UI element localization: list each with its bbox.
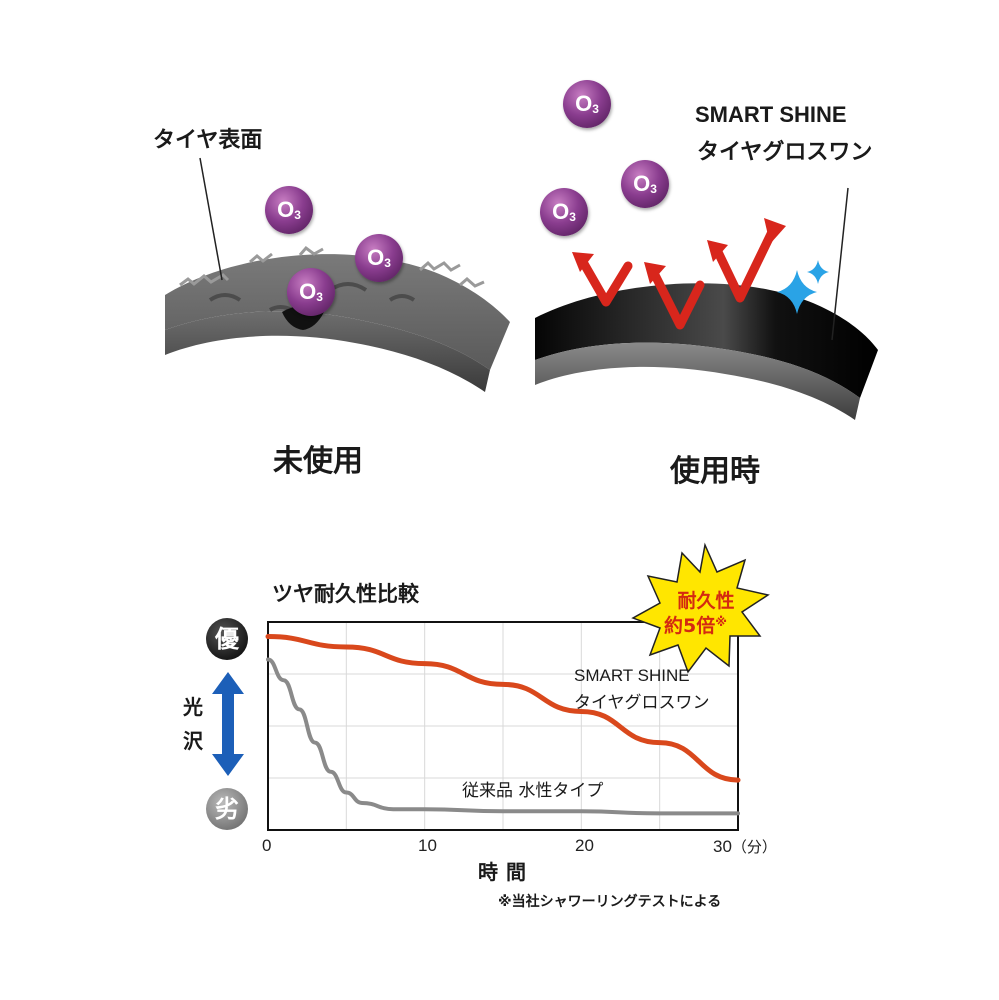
gloss-axis-arrow-icon — [212, 672, 244, 776]
sparkle-icon — [777, 260, 829, 314]
ozone-molecule-icon: O3 — [563, 80, 611, 128]
caption-in-use: 使用時 — [670, 454, 760, 489]
series-label-smartshine-line2: タイヤグロスワン — [574, 693, 710, 713]
ozone-molecule-icon: O3 — [265, 186, 313, 234]
product-name-line1: SMART SHINE — [695, 102, 847, 127]
leader-line-surface — [199, 157, 223, 281]
footnote: ※当社シャワーリングテストによる — [498, 894, 722, 910]
series-line-smartshine — [265, 634, 741, 783]
series-label-smartshine-line1: SMART SHINE — [574, 666, 690, 685]
badge-line2: 約5倍 — [664, 615, 716, 637]
bounce-arrow — [713, 227, 777, 303]
x-tick-label: 10 — [418, 836, 437, 855]
ozone-molecule-icon: O3 — [540, 188, 588, 236]
tire-surface-treated — [535, 187, 878, 420]
ozone-molecule-icon: O3 — [287, 268, 335, 316]
chart-title: ツヤ耐久性比較 — [272, 582, 419, 606]
chart-series — [265, 634, 741, 816]
product-name-line2: タイヤグロスワン — [697, 140, 873, 165]
ozone-molecule-icon: O3 — [621, 160, 669, 208]
y-top-label: 優 — [215, 625, 239, 653]
chart-grid — [268, 622, 738, 830]
y-axis-label: 光沢 — [183, 695, 203, 753]
x-tick-label: 0 — [262, 836, 272, 855]
durability-badge-burst — [631, 542, 770, 674]
y-bottom-badge: 劣 — [206, 788, 248, 830]
caption-unused: 未使用 — [273, 444, 363, 479]
badge-mark: ※ — [715, 615, 727, 629]
x-tick-label: 20 — [575, 836, 594, 855]
series-line-conventional — [266, 657, 740, 816]
x-unit-label: （分） — [731, 838, 777, 856]
reflection-arrowheads — [572, 218, 786, 284]
badge-line2-wrap: 約5倍※ — [664, 611, 727, 638]
bounce-arrow — [650, 270, 705, 330]
ozone-molecule-icon: O3 — [355, 234, 403, 282]
reflection-arrows — [578, 227, 777, 330]
plot-frame — [267, 621, 739, 831]
y-bottom-label: 劣 — [215, 795, 239, 823]
y-top-badge: 優 — [206, 618, 248, 660]
series-label-conventional: 従来品 水性タイプ — [462, 781, 604, 801]
badge-line1: 耐久性 — [677, 590, 735, 612]
surface-label: タイヤ表面 — [153, 128, 263, 153]
leader-line-product — [831, 187, 849, 341]
x-tick-label-last: 30（分） — [713, 837, 777, 856]
bounce-arrow — [578, 257, 633, 307]
x-axis-label: 時間 — [478, 860, 534, 884]
